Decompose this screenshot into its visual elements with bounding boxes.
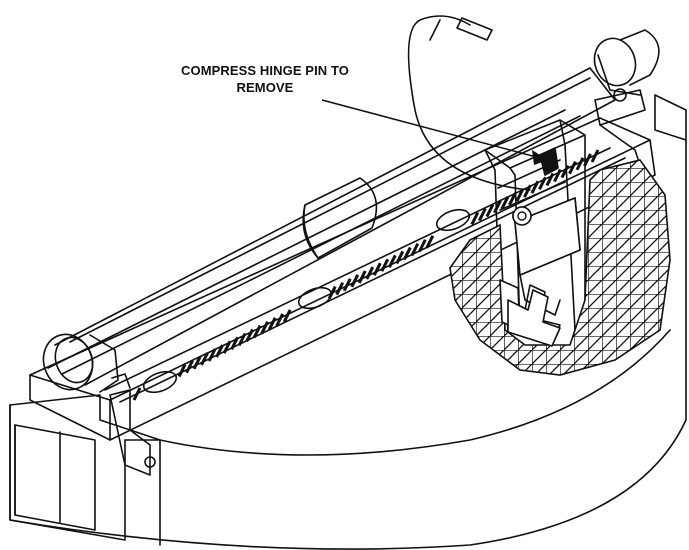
vent-slot — [215, 344, 224, 358]
vent-slot — [342, 278, 352, 292]
vent-slot — [568, 161, 577, 175]
vent-slot — [267, 317, 277, 331]
vent-slot — [387, 254, 397, 269]
mesh-cutaway — [449, 159, 671, 376]
callout-arrowhead — [532, 150, 548, 165]
callout-line-1: COMPRESS HINGE PIN TO — [181, 63, 349, 78]
vent-slot — [350, 274, 360, 288]
vent-slot — [493, 200, 502, 214]
vent-slot — [478, 207, 487, 222]
tube-right-endcap — [593, 37, 637, 87]
vent-slot — [560, 164, 570, 179]
vent-slot — [395, 250, 405, 265]
vent-slot — [530, 180, 540, 194]
front-panel — [9, 404, 126, 541]
vent-slot — [275, 313, 284, 327]
tube-sleeve — [302, 177, 378, 259]
vent-slot — [545, 172, 555, 187]
housing-outline — [9, 94, 687, 550]
vent-slot — [132, 387, 142, 401]
vent-slot — [417, 239, 427, 253]
callout-line-2: REMOVE — [236, 80, 294, 95]
vent-slot — [583, 153, 592, 167]
vent-slot — [470, 211, 480, 226]
vent-slot — [207, 348, 217, 362]
vent-slots — [132, 149, 600, 401]
vent-slot — [185, 360, 194, 374]
vent-slot — [380, 258, 390, 272]
vent-slot — [365, 266, 375, 280]
vent-slot — [327, 285, 337, 300]
vent-slot — [200, 352, 209, 366]
vent-slot — [192, 356, 202, 370]
vent-slot — [252, 324, 262, 339]
callout-leader-line — [321, 99, 541, 159]
housing-bottom-curve — [159, 329, 671, 456]
vent-slot — [508, 192, 517, 206]
vent-slot — [515, 188, 525, 202]
vent-slot — [357, 270, 367, 284]
vent-slot — [538, 176, 547, 190]
tray-hole — [435, 208, 471, 232]
vent-slot — [222, 340, 232, 354]
vent-slot — [260, 321, 269, 335]
tube-body — [54, 67, 616, 386]
vent-slot — [372, 262, 382, 276]
vent-slot — [410, 242, 420, 257]
tray-hole — [142, 370, 178, 394]
vent-slot — [590, 149, 600, 163]
vent-slot — [245, 328, 254, 343]
vent-slot — [500, 196, 510, 210]
left-bracket — [109, 389, 151, 476]
cable — [407, 15, 531, 191]
vent-slot — [335, 281, 345, 296]
vent-slot — [177, 363, 187, 378]
vent-slot — [553, 168, 562, 183]
vent-slot — [425, 235, 435, 249]
vent-slot — [402, 246, 412, 261]
callout-label: COMPRESS HINGE PIN TO REMOVE — [150, 62, 380, 96]
vent-slot — [282, 309, 292, 323]
vent-slot — [575, 157, 585, 171]
vent-slot — [237, 332, 247, 347]
vent-slot — [485, 203, 495, 218]
vent-slot — [523, 184, 532, 198]
vent-slot — [230, 336, 239, 350]
